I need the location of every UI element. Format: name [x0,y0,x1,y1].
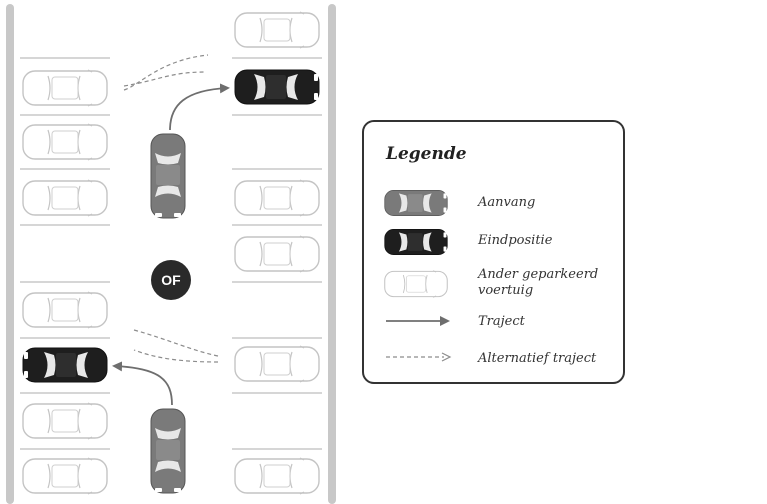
parked-car [22,69,108,107]
legend-symbol-start-car [384,189,448,217]
parked-car [234,345,320,383]
legend-label-alternative: Alternatief traject [478,351,597,366]
right-curb [328,4,336,504]
left-parking-lines [20,57,110,450]
parked-car [22,402,108,440]
parked-car [234,235,320,273]
legend-label-trajectory: Traject [478,314,525,329]
parked-car [234,11,320,49]
end-position-car-top [234,69,320,105]
trajectory-arrow-bottom [112,361,173,406]
legend: Legende Aanvang Eindpositie Ander gepark… [362,120,625,384]
parked-car [22,457,108,495]
alternative-trajectory-bottom-upper [133,329,219,357]
start-car-bottom [150,408,186,494]
parked-car [234,179,320,217]
parked-car [234,457,320,495]
or-badge: OF [151,260,191,300]
alternative-trajectory-bottom-lower [133,349,219,363]
legend-symbol-alternative-trajectory [386,352,452,362]
legend-label-parked: Ander geparkeerd voertuig [478,267,599,298]
legend-label-end: Eindpositie [478,233,553,248]
parked-car [22,179,108,217]
end-position-car-bottom [22,347,108,383]
alternative-trajectory-top-lower [123,54,209,91]
start-car-top [150,133,186,219]
right-parking-lines [232,57,322,450]
legend-symbol-end-car [384,228,448,256]
legend-symbol-parked-car [384,270,448,298]
trajectory-arrow-top [169,83,230,131]
legend-symbol-trajectory [386,316,450,326]
or-label: OF [161,272,181,288]
parked-car [22,291,108,329]
left-curb [6,4,14,504]
alternative-trajectory-top-upper [123,71,207,87]
parked-car [22,123,108,161]
legend-label-start: Aanvang [478,195,536,210]
legend-title: Legende [386,144,467,164]
